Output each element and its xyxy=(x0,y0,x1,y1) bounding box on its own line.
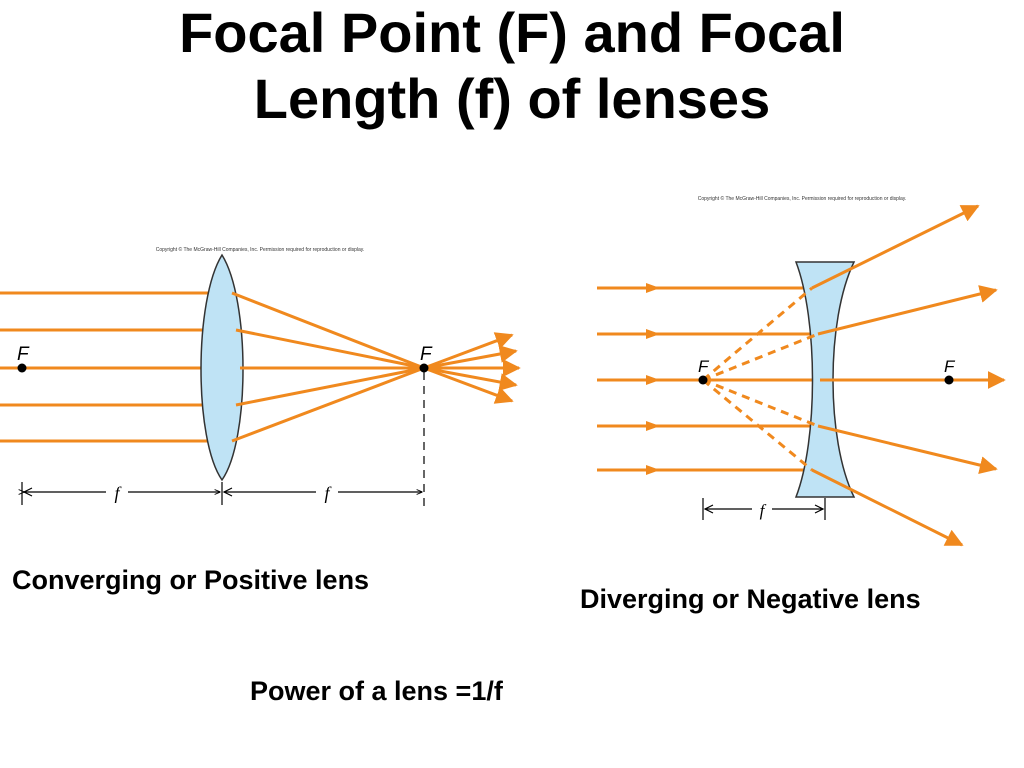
refracted-ray xyxy=(817,424,998,474)
refracted-ray xyxy=(235,366,425,407)
arrowhead xyxy=(703,504,714,514)
focal-right-label: F xyxy=(944,357,956,376)
focal-point-left xyxy=(17,363,27,373)
exit-ray xyxy=(423,366,514,404)
title-line-1: Focal Point (F) and Focal xyxy=(179,1,845,64)
focal-left-label: F xyxy=(17,344,30,365)
ray-arrowhead xyxy=(646,421,660,431)
focal-point-right xyxy=(419,363,429,373)
refracted-ray xyxy=(235,328,425,370)
converging-copyright: Copyright © The McGraw-Hill Companies, I… xyxy=(156,246,365,253)
ray-arrowhead xyxy=(646,465,660,475)
diverging-caption: Diverging or Negative lens xyxy=(580,584,921,614)
focal-length-label-left: f xyxy=(114,483,122,503)
arrowhead xyxy=(814,504,825,514)
virtual-ray xyxy=(702,332,819,382)
exit-ray xyxy=(423,345,518,370)
diverging-diagram: Copyright © The McGraw-Hill Companies, I… xyxy=(597,195,1006,547)
arrowhead-left-mid xyxy=(222,487,233,497)
focal-right-label: F xyxy=(420,344,433,365)
converging-caption: Converging or Positive lens xyxy=(12,565,370,595)
exit-ray xyxy=(423,366,518,391)
diverging-copyright: Copyright © The McGraw-Hill Companies, I… xyxy=(698,195,907,202)
refracted-ray xyxy=(811,468,964,547)
focal-length-label: f xyxy=(760,501,767,520)
focal-point-right xyxy=(944,375,954,385)
refracted-ray xyxy=(811,204,980,290)
refracted-ray xyxy=(231,291,425,370)
focal-point-left xyxy=(698,375,708,385)
virtual-ray xyxy=(702,286,813,382)
virtual-ray xyxy=(702,378,819,428)
ray-arrowhead xyxy=(646,375,660,385)
refracted-ray xyxy=(817,285,998,336)
power-formula: Power of a lens =1/f xyxy=(250,676,503,706)
focal-left-label: F xyxy=(698,357,710,376)
converging-lens xyxy=(200,253,244,482)
ray-arrowhead xyxy=(646,283,660,293)
exit-ray xyxy=(423,332,514,370)
ray-arrowhead xyxy=(646,329,660,339)
arrowhead-left xyxy=(22,487,33,497)
refracted-ray xyxy=(231,366,425,443)
title-line-2: Length (f) of lenses xyxy=(253,67,771,130)
converging-diagram: Copyright © The McGraw-Hill Companies, I… xyxy=(0,246,521,508)
page-title: Focal Point (F) and Focal Length (f) of … xyxy=(0,0,1024,132)
focal-length-label-right: f xyxy=(324,483,332,503)
virtual-ray xyxy=(702,378,813,472)
